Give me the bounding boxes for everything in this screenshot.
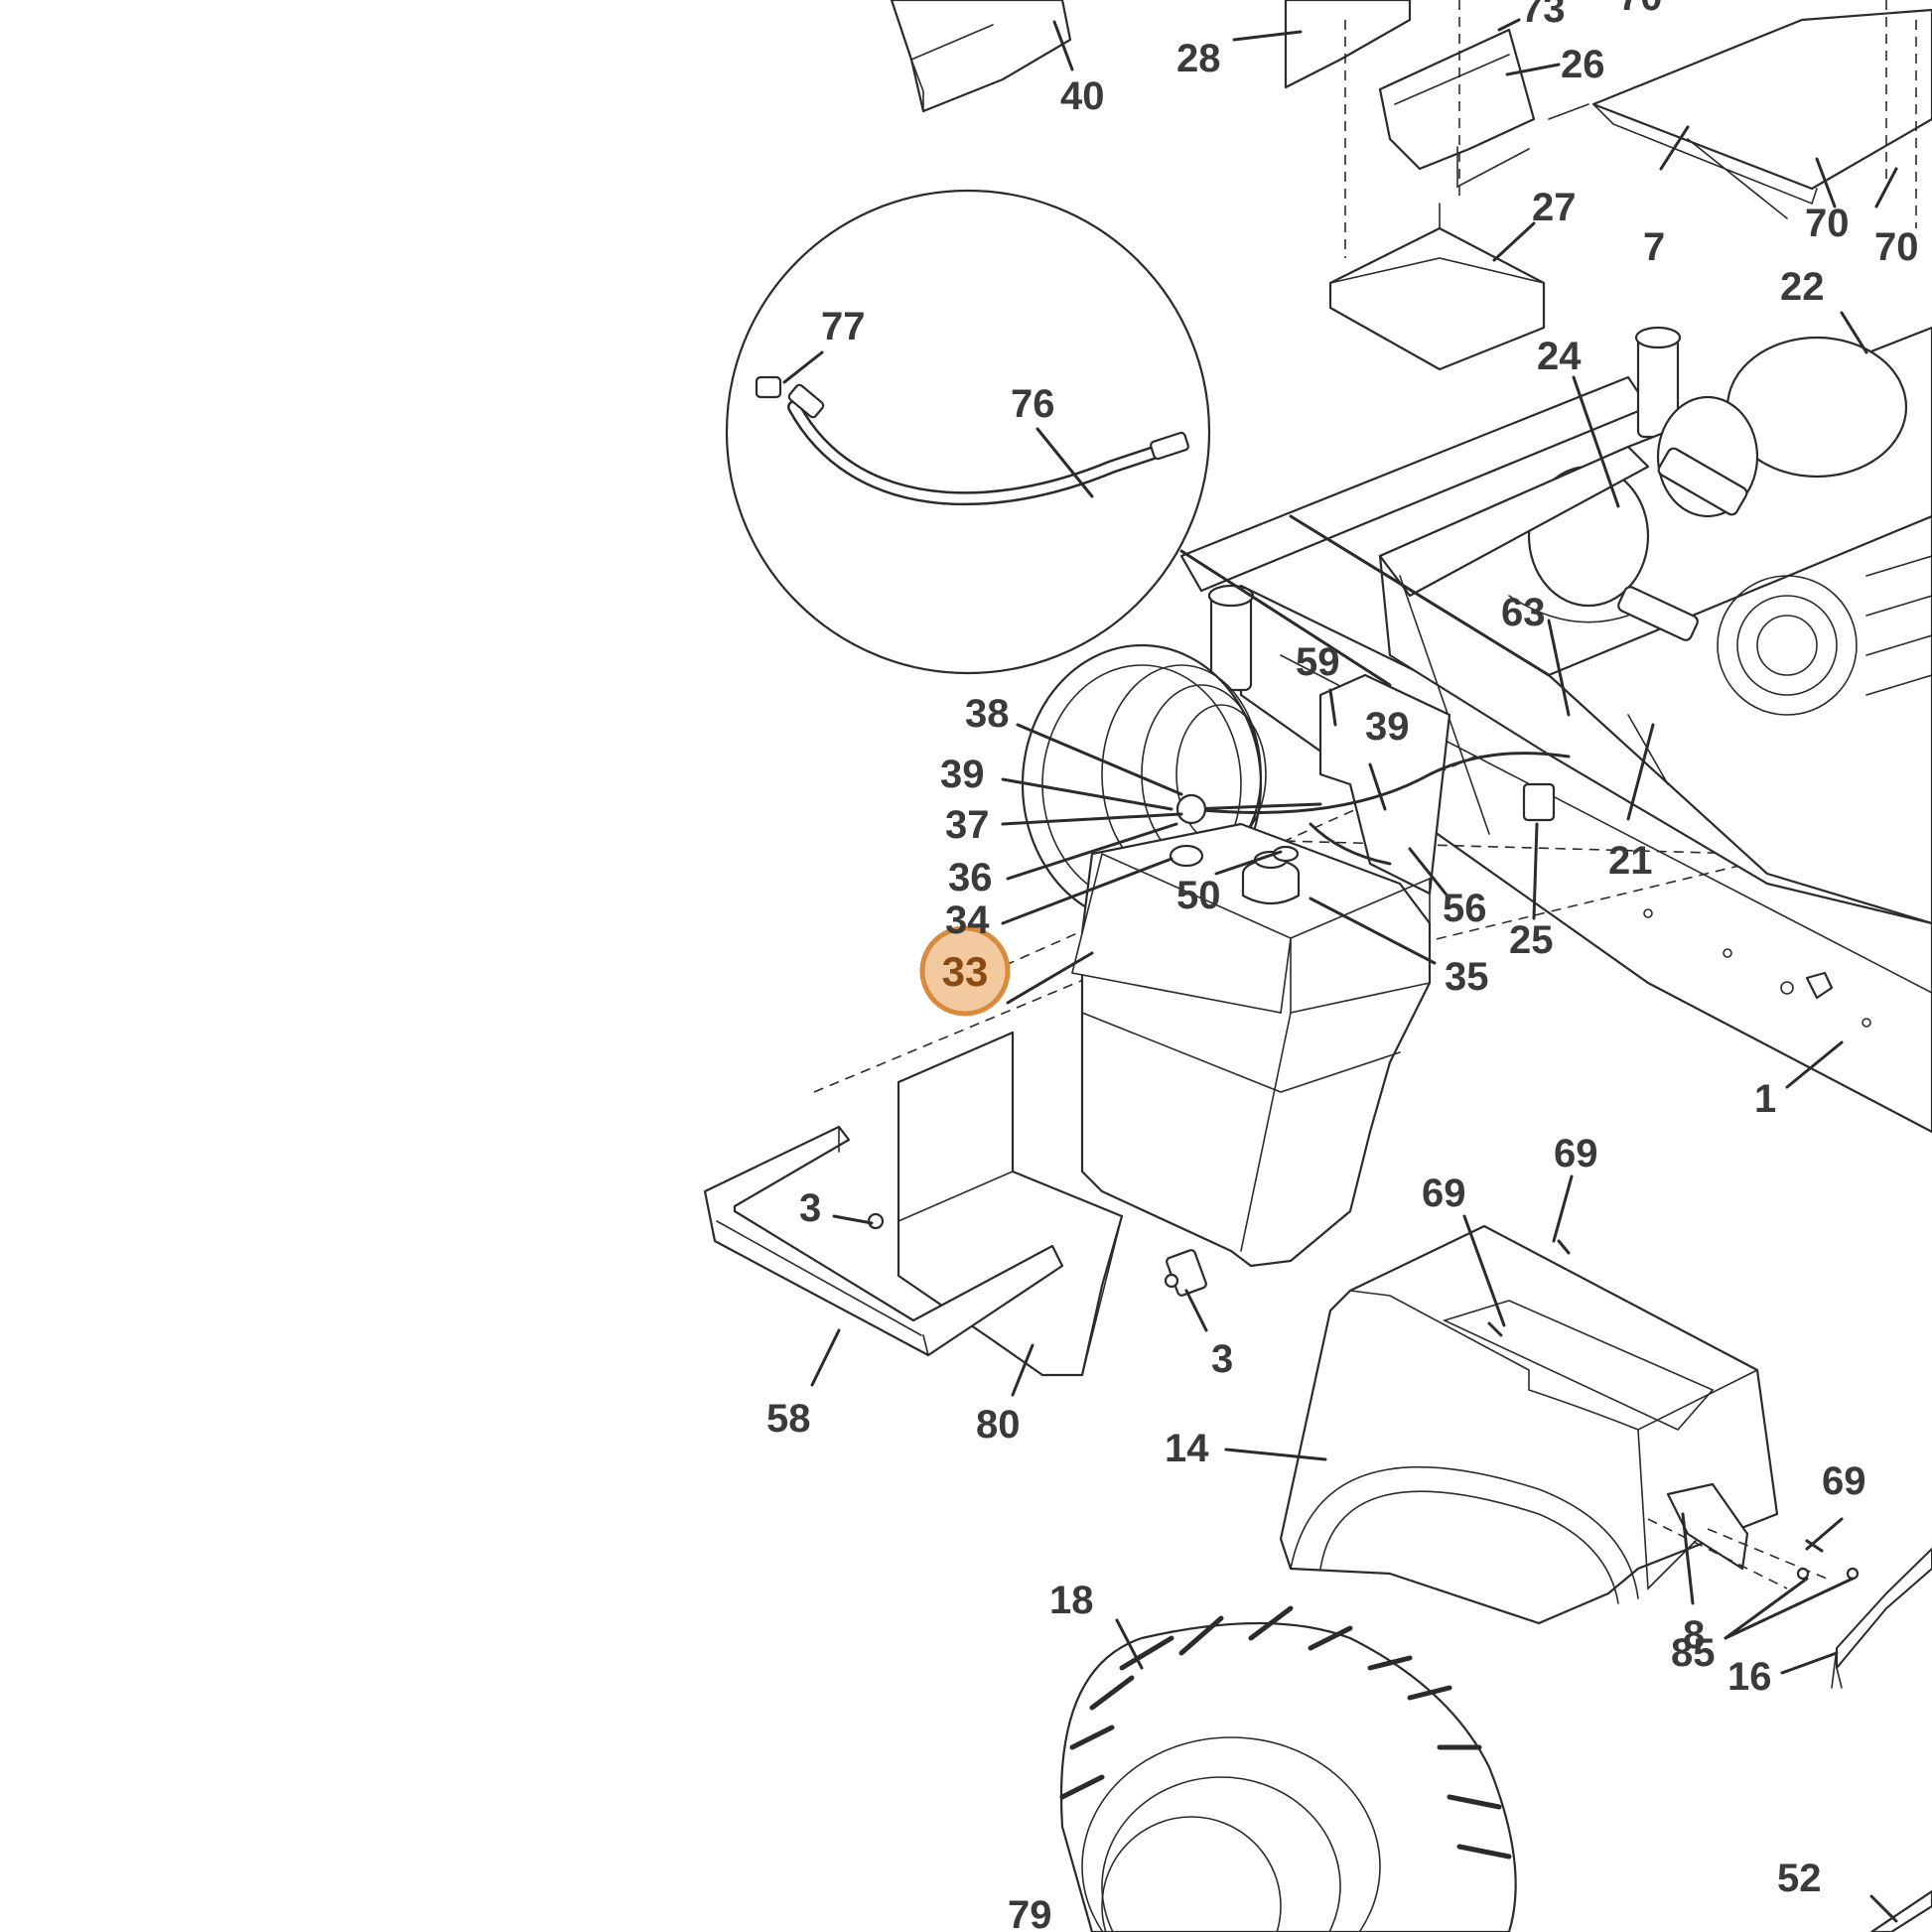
tower-post-right bbox=[1634, 326, 1682, 439]
fitting-part-77[interactable] bbox=[755, 375, 782, 399]
callout-80[interactable]: 80 bbox=[976, 1403, 1021, 1447]
callout-37[interactable]: 37 bbox=[945, 803, 990, 847]
callout-3-right[interactable]: 3 bbox=[1211, 1337, 1233, 1381]
wire-harness bbox=[1175, 752, 1571, 866]
bracket-part-40[interactable] bbox=[890, 0, 1072, 113]
bolt-part-3a[interactable] bbox=[867, 1212, 885, 1230]
fuel-tank-icon[interactable] bbox=[1071, 822, 1432, 1268]
callout-36[interactable]: 36 bbox=[948, 856, 993, 899]
shield-part-80[interactable] bbox=[897, 1031, 1124, 1377]
callout-79[interactable]: 79 bbox=[1008, 1893, 1052, 1932]
callout-28[interactable]: 28 bbox=[1176, 37, 1221, 80]
callout-69-mid[interactable]: 69 bbox=[1422, 1172, 1466, 1215]
bracket-part-59[interactable] bbox=[1318, 673, 1451, 896]
fender-icon[interactable] bbox=[1279, 1224, 1779, 1625]
callout-50[interactable]: 50 bbox=[1176, 874, 1221, 917]
callout-35[interactable]: 35 bbox=[1445, 955, 1489, 999]
callout-40[interactable]: 40 bbox=[1060, 74, 1105, 118]
callout-21[interactable]: 21 bbox=[1608, 839, 1653, 883]
callout-77[interactable]: 77 bbox=[821, 305, 866, 348]
callout-63[interactable]: 63 bbox=[1501, 591, 1546, 634]
highlight-circle bbox=[919, 925, 1011, 1017]
callout-18[interactable]: 18 bbox=[1049, 1579, 1094, 1622]
callout-70-top[interactable]: 70 bbox=[1618, 0, 1663, 19]
callout-1[interactable]: 1 bbox=[1754, 1077, 1776, 1121]
hose-part-76[interactable] bbox=[787, 383, 1189, 506]
callout-70-mid[interactable]: 70 bbox=[1805, 202, 1850, 245]
part-52[interactable] bbox=[1869, 1889, 1932, 1932]
detail-circle bbox=[725, 189, 1551, 687]
callout-labels: 28 40 73 70 26 27 7 70 70 22 24 77 76 63… bbox=[766, 0, 1919, 1932]
callout-25[interactable]: 25 bbox=[1509, 918, 1554, 962]
bracket-part-28[interactable] bbox=[1284, 0, 1412, 89]
callout-52[interactable]: 52 bbox=[1777, 1857, 1822, 1900]
bracket-part-27[interactable] bbox=[1328, 203, 1546, 371]
callout-38[interactable]: 38 bbox=[965, 692, 1010, 736]
callout-39-left[interactable]: 39 bbox=[940, 753, 985, 796]
callout-27[interactable]: 27 bbox=[1532, 186, 1577, 229]
callout-76[interactable]: 76 bbox=[1011, 382, 1055, 426]
callout-59[interactable]: 59 bbox=[1296, 640, 1340, 684]
callout-34[interactable]: 34 bbox=[945, 898, 990, 942]
callout-56[interactable]: 56 bbox=[1443, 887, 1487, 930]
callout-69-right[interactable]: 69 bbox=[1822, 1459, 1866, 1503]
bolt-part-3b[interactable] bbox=[1164, 1249, 1207, 1297]
callout-3-left[interactable]: 3 bbox=[799, 1186, 821, 1230]
callout-73[interactable]: 73 bbox=[1521, 0, 1566, 31]
highlight-label: 33 bbox=[942, 948, 989, 995]
tire-part-18[interactable] bbox=[1059, 1605, 1517, 1932]
callout-24[interactable]: 24 bbox=[1537, 335, 1582, 378]
rod-part-16[interactable] bbox=[1831, 1548, 1932, 1689]
callout-26[interactable]: 26 bbox=[1561, 43, 1605, 86]
callout-8[interactable]: 8 bbox=[1683, 1613, 1705, 1657]
plate-part-7[interactable] bbox=[1548, 8, 1932, 219]
callout-85[interactable]: 85 bbox=[1671, 1631, 1716, 1675]
callout-16[interactable]: 16 bbox=[1727, 1655, 1772, 1699]
highlight-marker-33[interactable]: 33 bbox=[919, 925, 1011, 1017]
leader-lines bbox=[782, 18, 1898, 1923]
grommet-part-34[interactable] bbox=[1169, 844, 1204, 868]
callout-39-right[interactable]: 39 bbox=[1365, 705, 1410, 749]
bumper-part-58[interactable] bbox=[703, 1125, 1064, 1357]
callout-58[interactable]: 58 bbox=[766, 1397, 811, 1441]
pin-part-69[interactable] bbox=[1487, 1239, 1824, 1553]
callout-14[interactable]: 14 bbox=[1165, 1427, 1209, 1470]
callout-22[interactable]: 22 bbox=[1780, 265, 1825, 309]
callout-7[interactable]: 7 bbox=[1643, 225, 1665, 269]
bracket-part-26[interactable] bbox=[1378, 28, 1536, 189]
callout-69-upper[interactable]: 69 bbox=[1554, 1132, 1598, 1175]
callout-70-right[interactable]: 70 bbox=[1874, 225, 1919, 269]
